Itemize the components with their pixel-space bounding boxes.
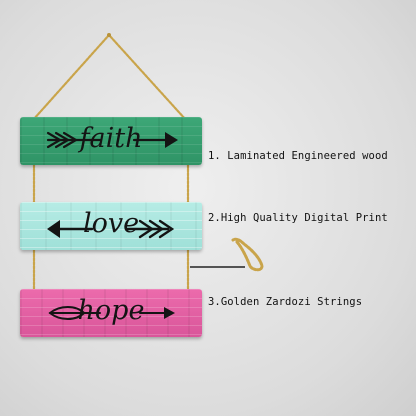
- arrow-icon: [47, 219, 175, 239]
- sign-word: hope: [77, 295, 145, 326]
- arrow-icon: [48, 306, 175, 320]
- feature-zardozi-strings: 3.Golden Zardozi Strings: [208, 296, 363, 308]
- sign-word: love: [82, 208, 140, 239]
- feature-laminated-wood: 1. Laminated Engineered wood: [208, 150, 388, 162]
- sign-love: love: [20, 202, 202, 250]
- sign-hope: hope: [20, 289, 202, 337]
- sign-word: faith: [79, 123, 143, 154]
- sign-faith: faith: [20, 117, 202, 165]
- arrow-icon: [46, 131, 178, 149]
- feature-digital-print: 2.High Quality Digital Print: [208, 212, 388, 224]
